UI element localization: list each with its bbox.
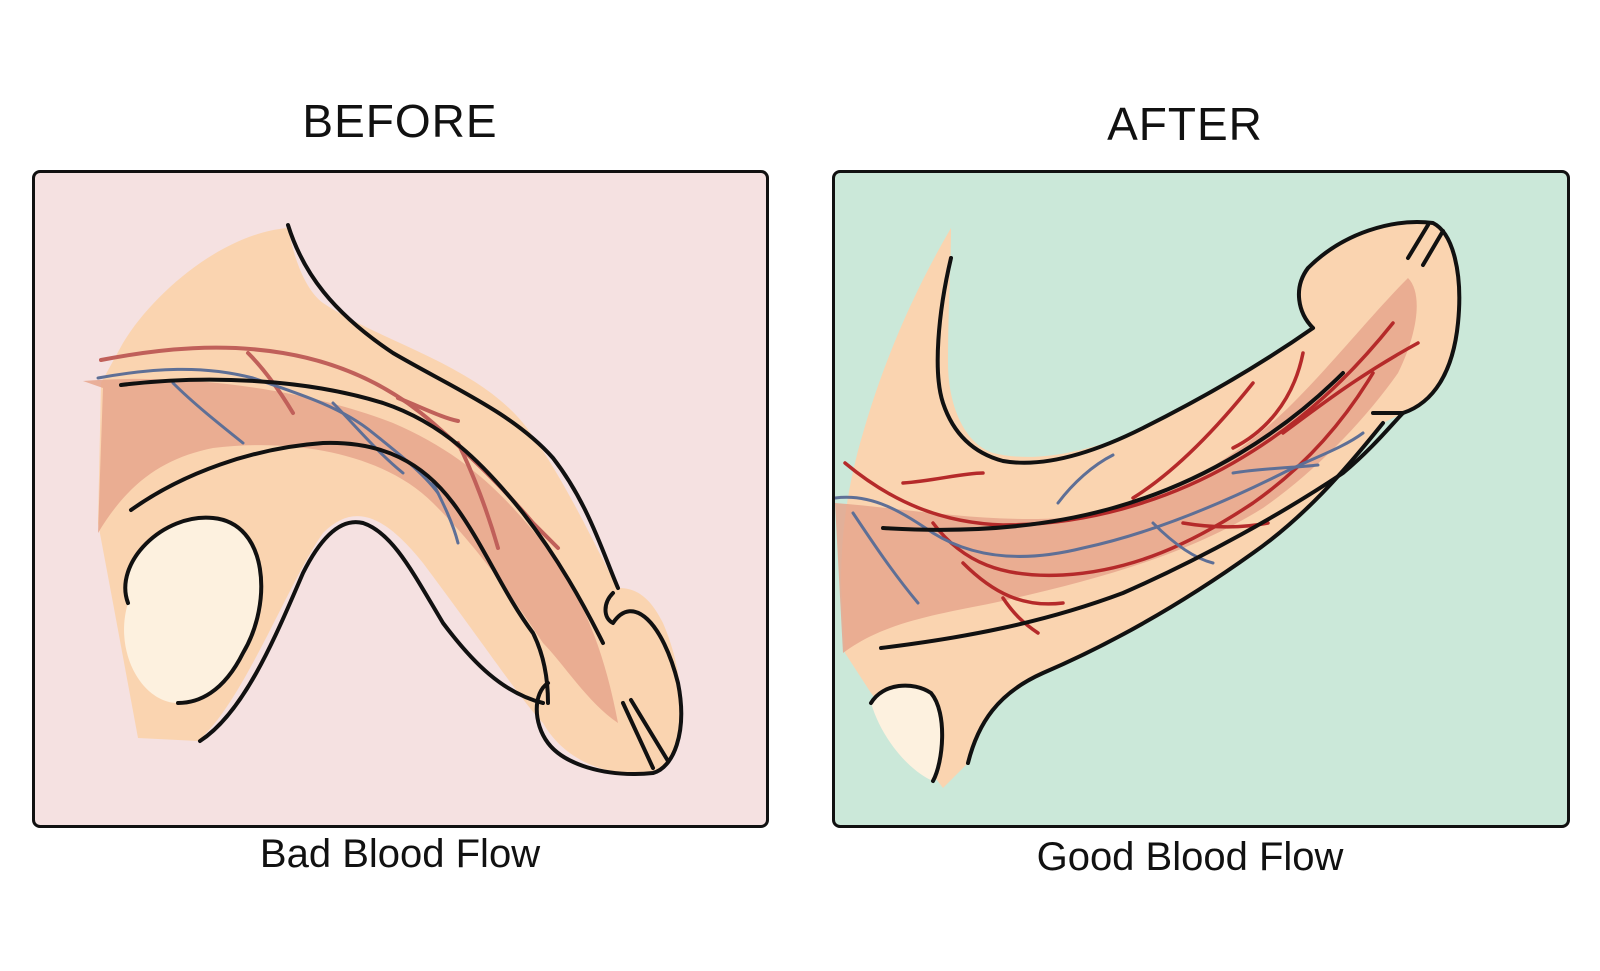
after-caption: Good Blood Flow (1036, 835, 1344, 879)
before-tissue-band (83, 378, 618, 723)
after-panel (832, 170, 1570, 828)
after-outlines (869, 220, 1462, 783)
before-heading: BEFORE (302, 95, 498, 147)
before-testis-shape (124, 517, 262, 703)
after-testis-shape (871, 685, 943, 781)
before-caption: Bad Blood Flow (259, 832, 541, 876)
before-illustration (83, 223, 684, 776)
before-panel (32, 170, 769, 828)
after-illustration (835, 220, 1462, 788)
after-tissue-band (835, 278, 1417, 653)
before-outlines (119, 223, 684, 776)
after-heading: AFTER (1107, 98, 1263, 150)
